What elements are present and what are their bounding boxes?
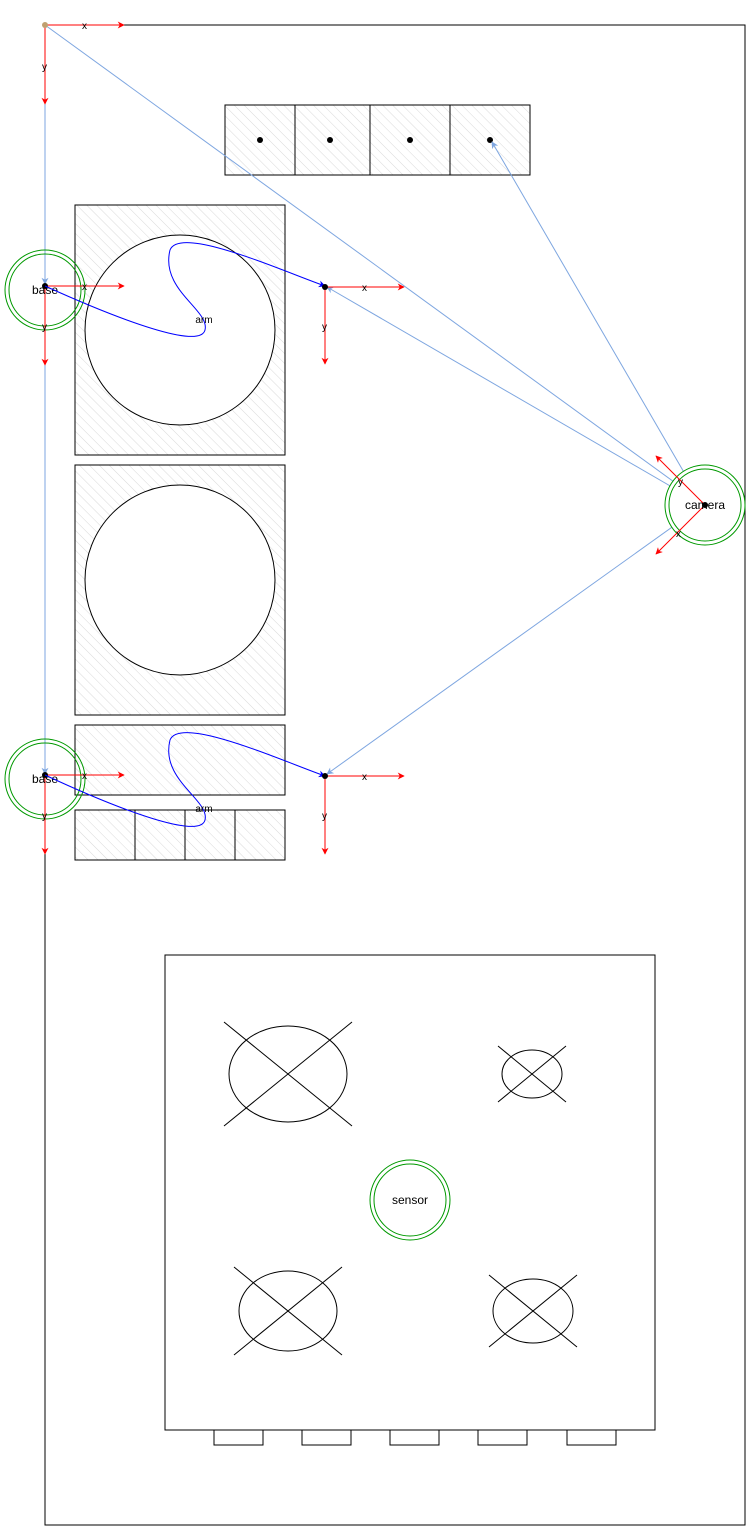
upper-dish-block [74,204,286,456]
stove-knobs [213,1429,617,1446]
lower-target-x-label: x [362,772,367,783]
transform-links [41,24,704,775]
upper-base-y-label: y [42,322,47,333]
middle-dish-block [74,464,286,716]
world-origin [42,22,48,28]
lower-block [74,724,286,796]
tray-slot-point [407,137,413,143]
link-camera-to-tray [491,141,704,506]
camera-origin [702,502,708,508]
lower-segmented-block [74,809,286,861]
world-x-label: x [82,21,87,32]
sensor-label: sensor [392,1193,428,1207]
upper-target-x-label: x [362,283,367,294]
lower-target-frame: x y [321,772,405,855]
top-tray [224,104,531,176]
upper-dish [84,234,276,426]
upper-arm-path [44,242,326,337]
upper-arm-label: arm [195,315,212,326]
camera-label: camera [685,498,725,512]
upper-target-origin [322,284,328,290]
lower-arm-label: arm [195,804,212,815]
stove-knob [301,1429,352,1446]
tray-slot-point [327,137,333,143]
burner [488,1274,578,1348]
link-camera-to-lower-target [326,504,704,775]
upper-base-label: base [32,283,58,297]
lower-base-node: base x y arm [4,732,326,855]
upper-base-node: base x y arm [4,242,326,366]
upper-target-frame: x y [321,283,405,365]
camera-y-label: y [678,477,683,488]
stove-knob [566,1429,617,1446]
lower-target-y-label: y [322,811,327,822]
upper-target-y-label: y [322,322,327,333]
camera-y-axis [655,455,706,506]
stove-knob [213,1429,264,1446]
world-y-label: y [42,62,47,73]
stove-knob [389,1429,440,1446]
lower-base-label: base [32,772,58,786]
camera-x-label: x [676,529,681,540]
lower-target-origin [322,773,328,779]
stove-knob [477,1429,528,1446]
middle-dish [84,484,276,676]
lower-arm-path [44,732,326,827]
camera-x-axis [655,504,706,555]
camera-node: camera x y [655,455,746,555]
lower-base-y-label: y [42,811,47,822]
sensor-node: sensor [369,1159,451,1241]
world-frame: x y [41,21,125,105]
tray-slot-point [487,137,493,143]
burner [497,1045,567,1103]
tray-slot-point [257,137,263,143]
burner [233,1266,343,1356]
link-world-to-camera [44,24,704,504]
link-camera-to-upper-target [326,286,704,506]
upper-base-x-label: x [82,282,87,293]
burner [223,1021,353,1127]
lower-base-x-label: x [82,771,87,782]
